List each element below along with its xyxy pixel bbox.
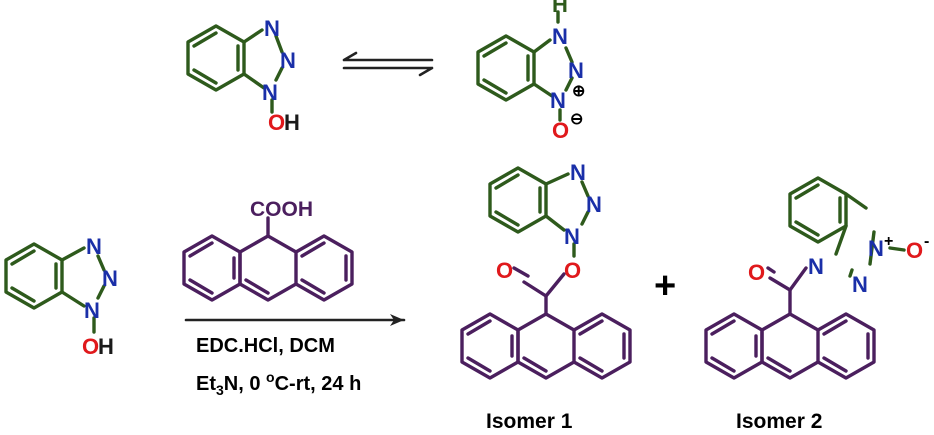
atom-n: N (568, 58, 584, 83)
atom-h: H (98, 334, 114, 359)
atom-o: O (748, 260, 765, 285)
atom-n: N (552, 24, 568, 49)
atom-o: O (906, 238, 923, 263)
negative-charge: ⊖ (570, 111, 583, 128)
isomer-1-label: Isomer 1 (486, 410, 573, 433)
atom-n: N (262, 80, 278, 105)
cooh-group: COOH (250, 198, 313, 221)
negative-charge: - (924, 233, 929, 250)
atom-n: N (264, 16, 280, 41)
atom-n: N (852, 272, 868, 297)
reaction-arrow (184, 314, 406, 326)
atom-o: O (564, 258, 581, 283)
conditions-base: Et3N, 0 oC-rt, 24 h (196, 369, 361, 398)
atom-n: N (570, 160, 586, 185)
atom-o: O (82, 334, 99, 359)
atom-h: H (552, 0, 568, 17)
hobt-n-oxide-tautomer: H N N N ⊕ O ⊖ (476, 0, 585, 143)
atom-h: H (284, 110, 300, 135)
atom-n: N (280, 48, 296, 73)
atom-n: N (86, 234, 102, 259)
atom-n: N (868, 236, 884, 261)
atom-n: N (586, 192, 602, 217)
atom-o: O (268, 110, 285, 135)
atom-o: O (552, 118, 569, 143)
reaction-conditions: EDC.HCl, DCM Et3N, 0 oC-rt, 24 h (196, 335, 361, 398)
equilibrium-arrow (342, 51, 434, 77)
isomer-2-label: Isomer 2 (736, 410, 822, 433)
atom-n: N (102, 266, 118, 291)
conditions-reagents: EDC.HCl, DCM (196, 335, 335, 357)
atom-n: N (84, 298, 100, 323)
atom-n: N (550, 88, 566, 113)
isomer-1-structure: N N N O O (460, 160, 632, 380)
positive-charge: + (884, 233, 893, 250)
atom-n: N (564, 224, 580, 249)
anthracene-9-carboxylic-acid: COOH (182, 198, 354, 302)
hobt-reactant: N N N O H (4, 234, 118, 359)
positive-charge: ⊕ (572, 83, 585, 100)
hobt-top-left: N N N O H (186, 16, 300, 135)
isomer-2-structure: N + O - N N O (704, 176, 929, 380)
atom-n: N (808, 254, 824, 279)
plus-sign: + (654, 265, 676, 307)
atom-o: O (496, 258, 513, 283)
